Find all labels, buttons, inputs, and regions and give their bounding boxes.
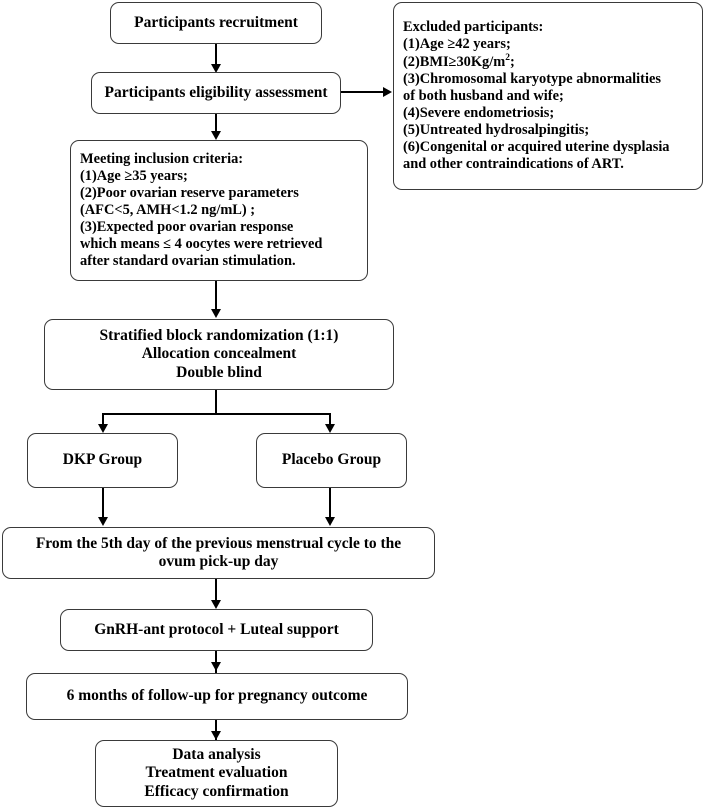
node-inclusion-line-5: (3)Expected poor ovarian response [80,218,294,235]
connector-eligibility-to-inclusion [215,113,217,133]
node-excluded-bmi-text: (2)BMI≥30Kg/m [403,53,506,70]
node-placebo-group-label: Placebo Group [281,451,382,469]
node-participants-eligibility-assessment[interactable]: Participants eligibility assessment [91,72,341,114]
node-gnrh-protocol[interactable]: GnRH-ant protocol + Luteal support [60,609,373,651]
connector-placebo-to-treatment [329,488,331,519]
connector-eligibility-to-excluded [341,91,385,93]
node-treatment-window-line-2: ovum pick-up day [158,553,279,570]
node-participants-recruitment[interactable]: Participants recruitment [110,2,322,44]
node-inclusion-line-3: (2)Poor ovarian reserve parameters [80,185,299,202]
node-randomization-line-1: Stratified block randomization (1:1) [99,327,339,345]
arrowhead-analysis [210,731,221,740]
node-excluded-line-8: (6)Congenital or acquired uterine dyspla… [403,138,670,155]
node-excluded-participants[interactable]: Excluded participants: (1)Age ≥42 years;… [393,2,703,190]
node-excluded-bmi-suffix: ; [509,53,515,70]
arrowhead-randomization [210,309,221,318]
arrowhead-inclusion [210,131,221,140]
node-excluded-line-6: (4)Severe endometriosis; [403,104,555,121]
node-analysis[interactable]: Data analysis Treatment evaluation Effic… [95,740,338,807]
node-inclusion-line-4: (AFC<5, AMH<1.2 ng/mL) ; [80,202,256,218]
node-randomization-line-3: Double blind [176,363,262,381]
node-eligibility-line-1: Participants eligibility assessment [104,83,328,101]
node-inclusion-line-1: Meeting inclusion criteria: [80,151,244,168]
node-excluded-line-4: (3)Chromosomal karyotype abnormalities [403,70,661,87]
connector-bus-to-dkp [102,413,104,426]
node-excluded-line-1: Excluded participants: [403,19,544,36]
node-excluded-line-2: (1)Age ≥42 years; [403,36,511,53]
arrowhead-followup [210,662,221,671]
node-inclusion-line-2: (1)Age ≥35 years; [80,168,188,185]
arrowhead-eligibility [210,64,221,73]
node-randomization[interactable]: Stratified block randomization (1:1) All… [44,319,394,390]
connector-recruitment-to-eligibility [215,44,217,66]
node-analysis-line-2: Treatment evaluation [145,764,288,782]
node-dkp-group-label: DKP Group [62,451,143,469]
arrowhead-placebo-group [324,424,335,433]
node-excluded-line-9: and other contraindications of ART. [403,155,624,172]
node-randomization-line-2: Allocation concealment [141,345,297,363]
node-inclusion-line-6: which means ≤ 4 oocytes were retrieved [80,235,323,252]
arrowhead-treatment-right [324,517,335,526]
node-excluded-line-5: of both husband and wife; [403,87,564,104]
arrowhead-protocol [210,600,221,609]
connector-dkp-to-treatment [102,488,104,519]
node-excluded-line-3: (2)BMI≥30Kg/m2; [394,53,515,71]
connector-bus-to-placebo [329,413,331,426]
node-inclusion-criteria[interactable]: Meeting inclusion criteria: (1)Age ≥35 y… [70,140,368,281]
node-treatment-window-line-1: From the 5th day of the previous menstru… [35,534,402,552]
node-followup-label: 6 months of follow-up for pregnancy outc… [66,687,368,705]
node-treatment-window[interactable]: From the 5th day of the previous menstru… [2,527,435,579]
node-gnrh-protocol-label: GnRH-ant protocol + Luteal support [94,620,339,638]
node-analysis-line-1: Data analysis [172,746,261,764]
connector-randomization-bus [102,413,330,415]
connector-treatment-to-protocol [215,578,217,602]
arrowhead-excluded [383,86,392,97]
connector-inclusion-to-randomization [215,281,217,311]
node-excluded-line-7: (5)Untreated hydrosalpingitis; [403,121,590,138]
node-dkp-group[interactable]: DKP Group [27,433,178,488]
node-excluded-bmi-superscript: 2 [505,53,510,64]
connector-randomization-stem [215,390,217,414]
node-inclusion-line-7: after standard ovarian stimulation. [80,252,296,269]
arrowhead-treatment-left [97,517,108,526]
node-recruitment-line-1: Participants recruitment [134,13,298,31]
arrowhead-dkp-group [97,424,108,433]
node-followup[interactable]: 6 months of follow-up for pregnancy outc… [26,673,408,720]
node-placebo-group[interactable]: Placebo Group [256,433,407,488]
node-analysis-line-3: Efficacy confirmation [144,782,289,800]
